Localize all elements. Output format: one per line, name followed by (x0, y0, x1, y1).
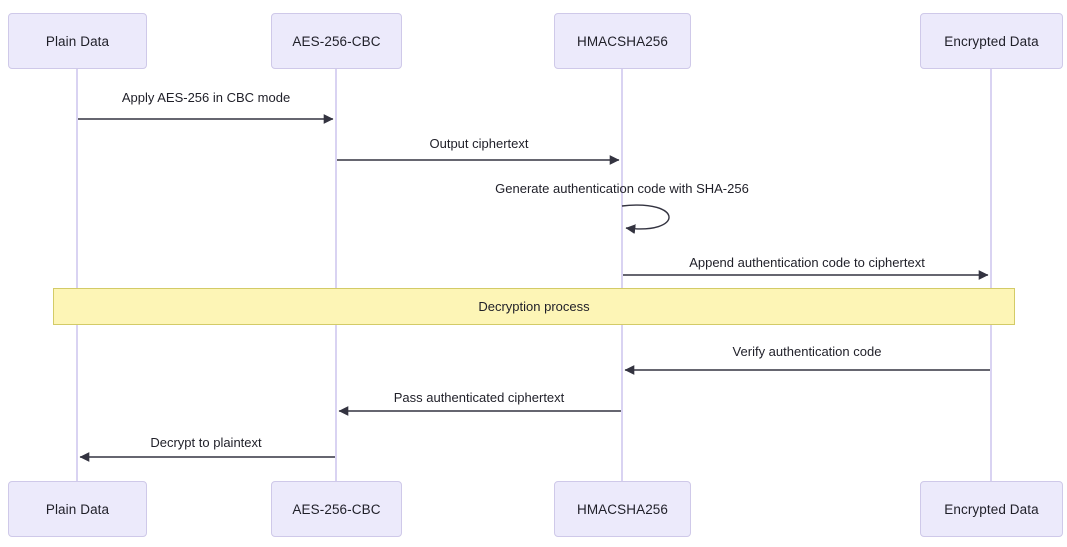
participant-label: AES-256-CBC (292, 501, 381, 517)
participant-label: Plain Data (45, 33, 110, 49)
message-label-m6: Pass authenticated ciphertext (393, 390, 565, 405)
participant-label: HMACSHA256 (576, 501, 669, 517)
participant-box-plain-top[interactable]: Plain Data (8, 13, 147, 69)
participant-box-hmac-bottom[interactable]: HMACSHA256 (554, 481, 691, 537)
message-label-m3: Generate authentication code with SHA-25… (495, 181, 749, 196)
participant-box-enc-top[interactable]: Encrypted Data (920, 13, 1063, 69)
participant-box-plain-bottom[interactable]: Plain Data (8, 481, 147, 537)
message-label-m5: Verify authentication code (732, 344, 882, 359)
participant-box-aes-bottom[interactable]: AES-256-CBC (271, 481, 402, 537)
message-label-m2: Output ciphertext (429, 136, 529, 151)
participant-label: Plain Data (45, 501, 110, 517)
note-decryption-process: Decryption process (53, 288, 1015, 325)
participant-label: Encrypted Data (944, 501, 1039, 517)
participant-label: HMACSHA256 (576, 33, 669, 49)
message-label-m1: Apply AES-256 in CBC mode (121, 90, 291, 105)
participant-box-enc-bottom[interactable]: Encrypted Data (920, 481, 1063, 537)
message-arrow-m3 (621, 204, 670, 234)
lifelines-group (76, 69, 992, 481)
participant-label: AES-256-CBC (292, 33, 381, 49)
message-label-m4: Append authentication code to ciphertext (689, 255, 925, 270)
message-arrows-group (78, 114, 990, 462)
participant-box-aes-top[interactable]: AES-256-CBC (271, 13, 402, 69)
note-label: Decryption process (478, 299, 590, 314)
participant-box-hmac-top[interactable]: HMACSHA256 (554, 13, 691, 69)
participant-label: Encrypted Data (944, 33, 1039, 49)
message-label-m7: Decrypt to plaintext (150, 435, 262, 450)
